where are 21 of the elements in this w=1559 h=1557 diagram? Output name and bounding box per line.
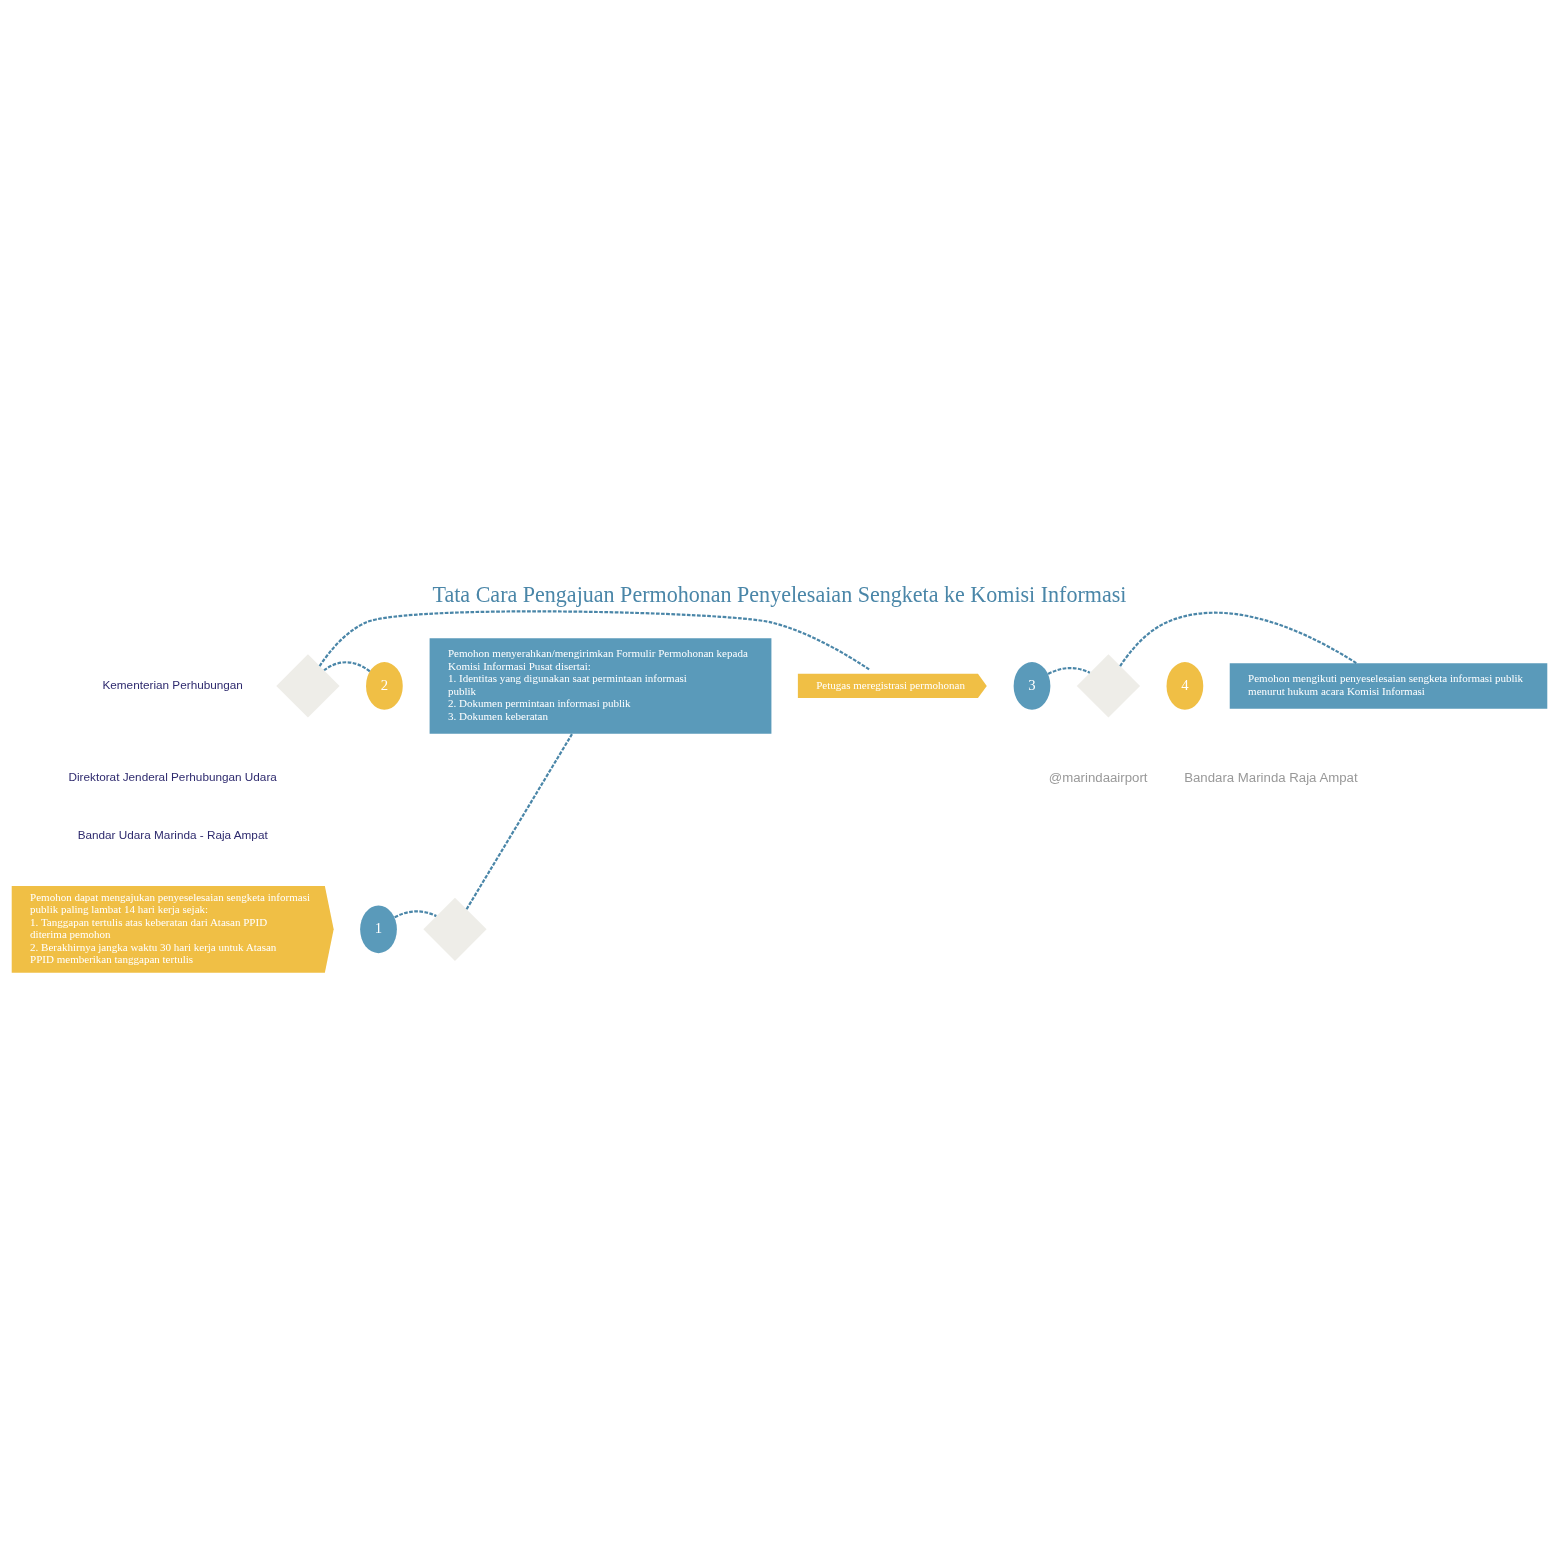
label: Bandara Marinda Raja Ampat <box>1184 769 1358 785</box>
connector <box>1119 611 1357 667</box>
label: Kementerian Perhubungan <box>102 677 243 691</box>
node-diamond <box>1076 653 1141 718</box>
diagram-title: Tata Cara Pengajuan Permohonan Penyelesaian Sengketa ke Komisi Informasi <box>432 581 1127 607</box>
label: @marindaairport <box>1048 769 1148 785</box>
node-box: Pemohon mengikuti penyeselesaian sengketa informasi publik menurut hukum acara Komisi Informasi <box>1229 662 1548 709</box>
connector <box>318 609 870 670</box>
connector <box>394 909 437 918</box>
node-diamond <box>423 897 487 961</box>
node-box: Pemohon menyerahkan/mengirimkan Formulir Permohonan kepada Komisi Informasi Pusat disertai: 1. Identitas yang digunakan saat permintaan informasi publik 2. Dokumen permintaan informasi publik 3. Dokumen keberatan <box>429 637 772 734</box>
node-ellipse: 2 <box>366 661 403 710</box>
label: Direktorat Jenderal Perhubungan Udara <box>68 769 277 783</box>
connector <box>1047 666 1091 675</box>
node-diamond <box>276 653 340 718</box>
node-ellipse: 4 <box>1166 661 1204 710</box>
connector <box>465 732 574 910</box>
node-ellipse: 3 <box>1013 661 1051 710</box>
connector <box>323 660 371 672</box>
node-ellipse: 1 <box>360 904 397 953</box>
label: Bandar Udara Marinda - Raja Ampat <box>77 827 268 841</box>
